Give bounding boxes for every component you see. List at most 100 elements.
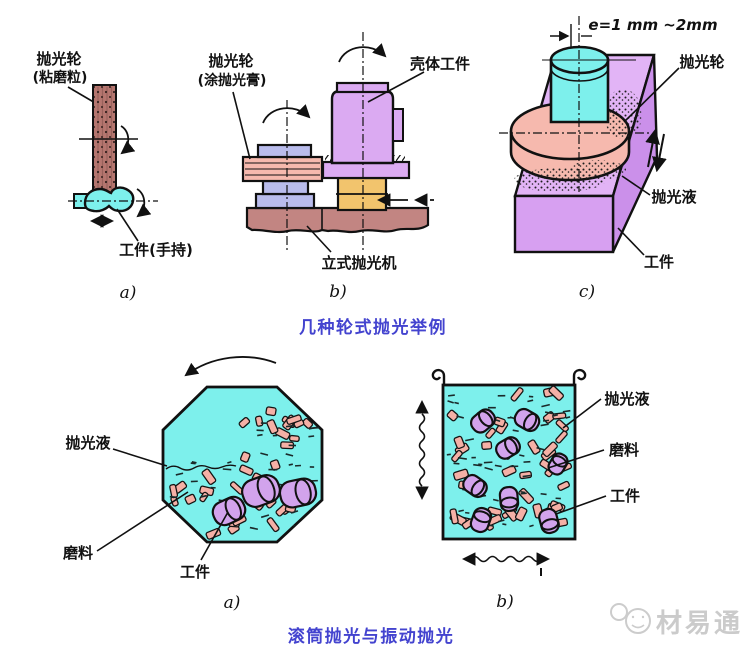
tank-rim-hook-right <box>572 368 587 385</box>
polishing-liquid-speckle <box>604 89 642 139</box>
leader-line <box>623 67 680 123</box>
work-table-flange <box>321 160 411 180</box>
liquid-texture-dash <box>175 472 184 476</box>
abrasive-particle <box>201 468 217 485</box>
liquid-texture-dash <box>522 474 531 478</box>
liquid-texture-dash <box>458 509 464 513</box>
liquid-texture-dash <box>519 454 525 457</box>
abrasive-particle <box>288 434 300 443</box>
abrasive-particle <box>452 468 470 481</box>
liquid-texture-dash <box>465 438 475 442</box>
watermark-logo-icon <box>610 603 651 634</box>
abrasive-particle <box>254 415 264 427</box>
liquid-texture-dash <box>494 464 502 468</box>
watermark: 材易通 <box>610 603 740 639</box>
liquid-texture-dash <box>454 401 459 405</box>
abrasive-particle <box>446 409 459 422</box>
label-liquid: 抛光液 <box>604 390 650 408</box>
eccentric-dimension: e=1 mm ~2mm <box>588 16 717 34</box>
liquid-texture-dash <box>456 415 464 419</box>
diagram-bottom-b-vibration-polishing: 抛光液 磨料 工件 b) <box>415 368 650 612</box>
diagram-top-c-liquid-wheel-polishing: e=1 mm ~2mm 抛光轮 抛光液 工件 c) <box>499 16 725 302</box>
spindle-cap <box>256 143 313 159</box>
leader-line <box>232 91 251 160</box>
diagram-top-b-vertical-polishing-machine: 抛光轮 (涂抛光膏) 壳体工件 立式抛光机 b) <box>198 32 470 302</box>
buff-wheel-laminations <box>245 162 320 176</box>
leader-line <box>116 208 139 242</box>
liquid-texture-dash <box>483 461 493 464</box>
abrasive-particle <box>265 406 277 417</box>
liquid-surface-wave <box>165 464 237 471</box>
rotation-arrow-icon <box>184 356 277 377</box>
abrasive-particle <box>514 506 528 522</box>
spindle-upper <box>261 179 310 196</box>
vibration-wave-vertical <box>418 413 426 487</box>
diagram-top-a-handheld-wheel-polishing: 抛光轮 (粘磨粒) 工件(手持) a) <box>33 50 193 303</box>
liquid-texture-dash <box>553 413 559 417</box>
sublabel-b: b) <box>496 592 514 612</box>
liquid-texture-dash <box>527 399 534 403</box>
abrasive-particle <box>239 464 254 476</box>
liquid-texture-dash <box>484 466 493 471</box>
label-wheel: 抛光轮 <box>36 50 81 68</box>
liquid-texture-dash <box>249 526 259 531</box>
leader-line <box>96 491 189 552</box>
liquid-texture-dash <box>285 453 294 457</box>
liquid-texture-dash <box>502 523 507 526</box>
vibration-wave-horizontal <box>469 555 543 563</box>
label-wheel-sub: (粘磨粒) <box>33 69 88 86</box>
liquid-texture-dash <box>498 519 505 523</box>
workpiece-cylinder <box>495 436 521 460</box>
top-caption: 几种轮式抛光举例 <box>299 317 447 338</box>
liquid-texture-dash <box>512 429 519 433</box>
barrel-workpieces <box>211 473 318 527</box>
diagram-bottom-a-barrel-polishing: 抛光液 磨料 工件 a) <box>62 356 324 613</box>
leader-line <box>547 449 605 469</box>
oscillation-arrow-down-icon <box>652 133 667 173</box>
liquid-texture-dash <box>257 433 263 437</box>
abrasive-particle <box>238 416 251 429</box>
liquid-texture-dash <box>465 511 470 514</box>
label-workpiece: 工件 <box>180 563 210 581</box>
liquid-texture-dash <box>540 492 547 496</box>
spindle-lower <box>254 192 316 210</box>
abrasive-particle <box>449 508 459 525</box>
abrasive-particle <box>304 516 317 527</box>
label-liquid: 抛光液 <box>65 434 111 452</box>
machine-base <box>245 206 430 234</box>
abrasive-particle <box>184 493 197 505</box>
abrasive-particle <box>301 417 314 429</box>
label-abrasive: 磨料 <box>608 441 639 459</box>
tank-workpieces <box>462 407 569 535</box>
liquid-texture-dash <box>288 463 294 466</box>
sublabel-c: c) <box>579 282 595 302</box>
abrasive-particle <box>548 385 564 401</box>
sublabel-a: a) <box>224 593 241 613</box>
liquid-texture-dash <box>529 524 534 528</box>
liquid-texture-dash <box>306 521 314 525</box>
leader-line <box>112 448 168 467</box>
liquid-texture-dash <box>565 416 571 419</box>
liquid-texture-dash <box>169 495 178 499</box>
liquid-texture-dash <box>540 423 549 427</box>
rotation-arrow-icon <box>136 188 152 218</box>
liquid-texture-dash <box>260 514 270 519</box>
workpiece-cylinder <box>462 473 488 499</box>
liquid-texture-dash <box>191 460 197 464</box>
liquid-texture-dash <box>520 491 526 494</box>
abrasive-particle <box>266 419 279 435</box>
bottom-caption: 滚筒抛光与振动抛光 <box>288 626 455 647</box>
workpiece-cylinder <box>513 407 541 433</box>
abrasive-particle <box>453 435 466 450</box>
leader-line <box>562 398 602 429</box>
shell-workpiece-boss <box>392 108 404 142</box>
label-shell-workpiece: 壳体工件 <box>409 55 470 73</box>
label-wheel: 抛光轮 <box>208 52 253 70</box>
abrasive-particle <box>510 387 524 402</box>
liquid-texture-dash <box>544 411 553 415</box>
abrasive-particle <box>555 419 569 433</box>
leader-line <box>306 225 332 253</box>
label-workpiece: 工件 <box>610 487 640 505</box>
label-liquid: 抛光液 <box>651 188 697 206</box>
